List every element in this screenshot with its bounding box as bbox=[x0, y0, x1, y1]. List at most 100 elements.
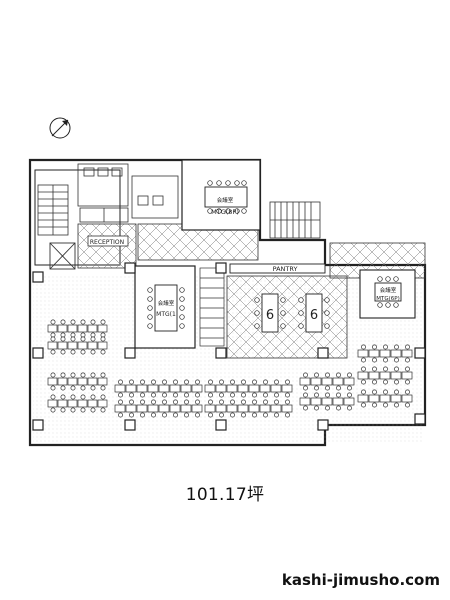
chair bbox=[173, 392, 178, 398]
chair bbox=[347, 392, 352, 398]
desk bbox=[136, 384, 148, 393]
chair bbox=[162, 412, 167, 418]
chair bbox=[118, 412, 123, 418]
chair bbox=[303, 385, 308, 391]
desk bbox=[180, 404, 192, 413]
chair bbox=[162, 392, 167, 398]
chair bbox=[383, 357, 388, 363]
desk bbox=[67, 377, 78, 386]
desk bbox=[158, 384, 170, 393]
desk bbox=[136, 404, 148, 413]
chair bbox=[394, 402, 399, 408]
chair bbox=[70, 336, 76, 342]
chair bbox=[162, 399, 167, 405]
chair bbox=[252, 412, 257, 418]
desk bbox=[97, 377, 108, 386]
chair bbox=[151, 392, 156, 398]
chair bbox=[90, 372, 96, 378]
booth-2-label: 6 bbox=[310, 308, 318, 323]
chair bbox=[361, 344, 366, 350]
chair bbox=[347, 405, 352, 411]
desk bbox=[47, 377, 58, 386]
chair bbox=[129, 412, 134, 418]
meeting-room-right-label: MTG(6P) bbox=[376, 296, 399, 302]
chair bbox=[118, 379, 123, 385]
chair bbox=[50, 319, 56, 325]
chair bbox=[405, 344, 410, 350]
chair bbox=[241, 379, 246, 385]
site-watermark: kashi-jimusho.com bbox=[281, 571, 440, 589]
chair bbox=[219, 399, 224, 405]
right-stair bbox=[269, 201, 321, 239]
desk bbox=[281, 384, 293, 393]
chair bbox=[60, 349, 66, 355]
desk bbox=[379, 394, 391, 403]
desk bbox=[390, 371, 402, 380]
desk bbox=[357, 349, 369, 358]
desk bbox=[87, 399, 98, 408]
chair bbox=[263, 379, 268, 385]
chair bbox=[285, 392, 290, 398]
chair bbox=[347, 385, 352, 391]
chair bbox=[70, 385, 76, 391]
chair bbox=[151, 412, 156, 418]
chair bbox=[274, 379, 279, 385]
lounge-area: 6 6 bbox=[226, 275, 348, 359]
desk bbox=[401, 349, 413, 358]
meeting-room-right: 会議室 MTG(6P) bbox=[329, 242, 426, 319]
chair bbox=[314, 392, 319, 398]
chair bbox=[80, 372, 86, 378]
chair bbox=[394, 389, 399, 395]
chair bbox=[80, 349, 86, 355]
chair bbox=[184, 392, 189, 398]
desk bbox=[57, 341, 68, 350]
desk bbox=[332, 397, 344, 406]
desk bbox=[390, 394, 402, 403]
chair bbox=[383, 344, 388, 350]
desk bbox=[401, 394, 413, 403]
chair bbox=[208, 399, 213, 405]
chair bbox=[314, 405, 319, 411]
chair bbox=[241, 412, 246, 418]
chair bbox=[70, 349, 76, 355]
chair bbox=[184, 379, 189, 385]
chair bbox=[100, 385, 106, 391]
chair bbox=[100, 349, 106, 355]
chair bbox=[195, 392, 200, 398]
chair bbox=[394, 366, 399, 372]
desk bbox=[67, 341, 78, 350]
desk bbox=[368, 349, 380, 358]
chair bbox=[325, 385, 330, 391]
chair bbox=[372, 344, 377, 350]
chair bbox=[50, 394, 56, 400]
meeting-room-top: 会議室 MTG(8P) bbox=[181, 159, 261, 231]
chair bbox=[100, 336, 106, 342]
chair bbox=[90, 394, 96, 400]
restrooms bbox=[77, 163, 179, 223]
meeting-room-center-label-jp: 会議室 bbox=[158, 299, 175, 307]
chair bbox=[336, 392, 341, 398]
chair bbox=[263, 399, 268, 405]
chair bbox=[70, 394, 76, 400]
chair bbox=[195, 412, 200, 418]
chair bbox=[173, 399, 178, 405]
chair bbox=[70, 407, 76, 413]
chair bbox=[80, 332, 86, 338]
desk bbox=[169, 404, 181, 413]
chair bbox=[90, 349, 96, 355]
desk bbox=[248, 404, 260, 413]
chair bbox=[140, 412, 145, 418]
chair bbox=[303, 405, 308, 411]
desk bbox=[357, 371, 369, 380]
desk bbox=[299, 397, 311, 406]
chair bbox=[230, 379, 235, 385]
desk bbox=[97, 341, 108, 350]
desk bbox=[379, 349, 391, 358]
desk bbox=[343, 397, 355, 406]
desk bbox=[215, 404, 227, 413]
chair bbox=[70, 372, 76, 378]
chair bbox=[325, 392, 330, 398]
pantry: PANTRY bbox=[229, 263, 326, 274]
chair bbox=[230, 412, 235, 418]
chair bbox=[50, 332, 56, 338]
